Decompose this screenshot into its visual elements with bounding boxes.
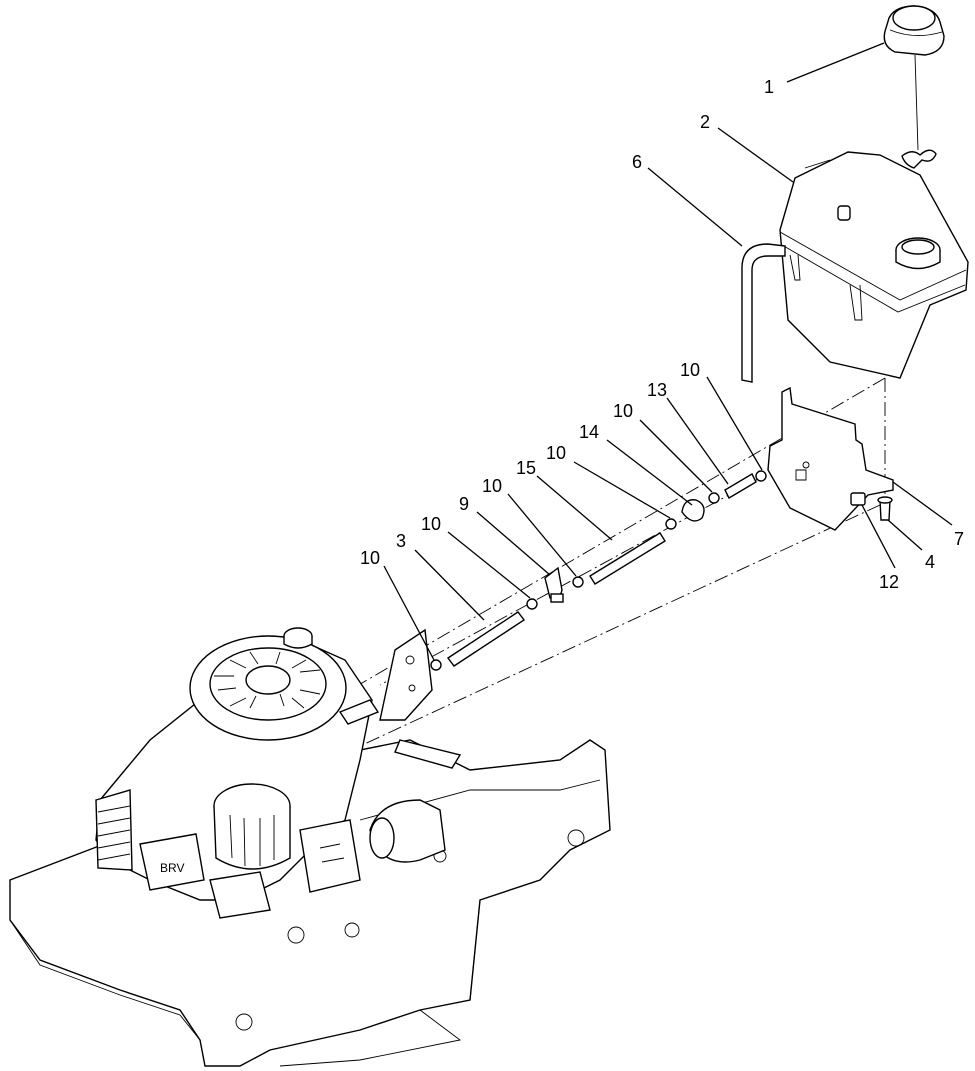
- callout-2: 2: [700, 112, 710, 132]
- callout-3: 3: [396, 531, 406, 551]
- callout-7: 7: [954, 529, 964, 549]
- callout-4: 4: [925, 552, 935, 572]
- fuel-cap: [883, 5, 945, 169]
- callout-9: 9: [459, 494, 469, 514]
- callout-10: 10: [680, 360, 700, 380]
- callout-12: 12: [879, 572, 899, 592]
- fuel-tank: [779, 151, 969, 379]
- leader-lines: [383, 42, 953, 661]
- callout-6: 6: [632, 152, 642, 172]
- callout-10: 10: [482, 476, 502, 496]
- handle-bracket: [379, 628, 433, 721]
- fasteners: [850, 492, 893, 521]
- callout-13: 13: [647, 380, 667, 400]
- engine-badge: BRV: [160, 861, 184, 875]
- fuel-line-assembly: [430, 470, 767, 671]
- engine: BRV: [95, 627, 446, 919]
- callout-14: 14: [579, 422, 599, 442]
- callout-10: 10: [546, 443, 566, 463]
- callouts: 1 2 6 10 13 10 14 10 15 10 9 10 3 10 7 4…: [360, 77, 964, 592]
- tank-bracket: [767, 386, 894, 531]
- callout-15: 15: [516, 458, 536, 478]
- callout-1: 1: [764, 77, 774, 97]
- callout-10: 10: [360, 548, 380, 568]
- vent-tube: [741, 243, 786, 383]
- callout-10: 10: [421, 514, 441, 534]
- callout-10: 10: [613, 401, 633, 421]
